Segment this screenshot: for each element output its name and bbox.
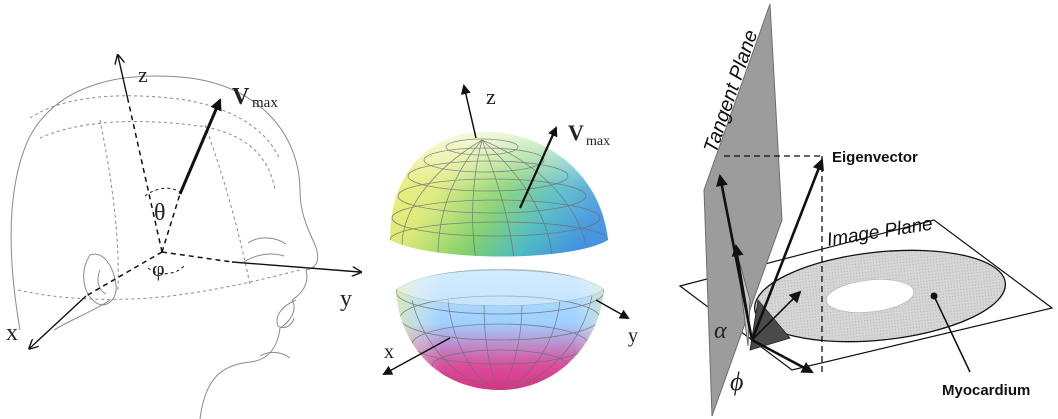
planes-panel: Tangent Plane Image Plane Eigenvector My…: [672, 0, 1058, 419]
myocardium: [753, 249, 1007, 343]
eigenvector-arrow: [750, 158, 824, 341]
y-axis: [231, 261, 360, 272]
x-axis: [30, 295, 87, 348]
planes-diagram: Tangent Plane Image Plane Eigenvector My…: [678, 3, 1054, 417]
vmax-vector: [518, 126, 558, 209]
y-axis-label: y: [340, 286, 352, 312]
myocardium-label: Myocardium: [942, 382, 1030, 399]
vmax-subscript: max: [586, 134, 610, 149]
eigenvector-label: Eigenvector: [832, 149, 918, 166]
sphere-panel: z x y V max: [372, 0, 672, 419]
y-axis-label: y: [628, 325, 638, 347]
z-axis: [118, 56, 129, 101]
tangent-plane: [703, 3, 783, 417]
phi-label: φ: [152, 256, 165, 281]
vmax-subscript: max: [252, 95, 278, 111]
phi-label: ϕ: [730, 367, 743, 396]
x-axis: [382, 337, 451, 375]
z-axis-label: z: [486, 84, 496, 109]
head-panel: z x y V max θ φ: [0, 0, 380, 419]
sphere-diagram: z x y V max: [382, 84, 638, 390]
alpha-label: α: [714, 318, 727, 344]
vmax-label: V: [568, 120, 584, 145]
head-icon: [10, 75, 319, 419]
y-axis: [595, 299, 630, 319]
vmax-vector: [178, 98, 222, 195]
z-axis-label: z: [138, 62, 148, 87]
image-plane-arrow-2: [751, 290, 802, 341]
x-axis-label: x: [6, 320, 18, 346]
x-axis-label: x: [384, 341, 394, 363]
vmax-label: V: [232, 84, 250, 110]
image-plane-arrow: [751, 338, 814, 374]
normal-arrow: [731, 244, 753, 341]
myocardium-pointer: [933, 295, 971, 373]
z-axis: [460, 84, 477, 139]
theta-label: θ: [154, 200, 166, 226]
sphere-icon: [390, 132, 608, 390]
head-diagram: z x y V max θ φ: [6, 0, 380, 419]
